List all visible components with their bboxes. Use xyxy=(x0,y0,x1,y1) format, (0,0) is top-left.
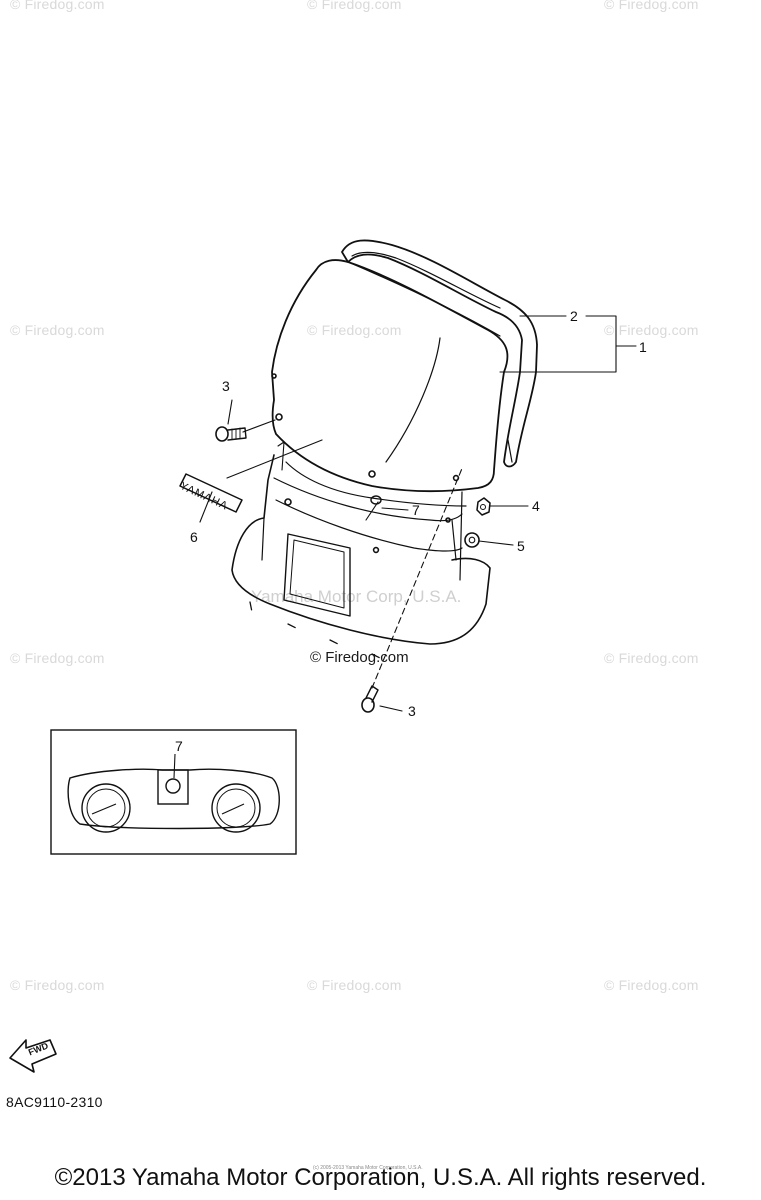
yamaha-emblem-part-6 xyxy=(179,473,243,513)
washer-part-5 xyxy=(464,532,480,548)
screw-part-3-top xyxy=(215,426,247,442)
copyright-footer: ©2013 Yamaha Motor Corporation, U.S.A. A… xyxy=(54,1164,707,1191)
front-cowl xyxy=(231,441,491,645)
watermark-center-dark: © Firedog.com xyxy=(310,649,409,666)
callout-1: 1 xyxy=(639,339,647,355)
callout-7-inset: 7 xyxy=(175,738,183,754)
watermark-row4-right: © Firedog.com xyxy=(604,977,699,993)
watermark-top-left: © Firedog.com xyxy=(10,0,105,12)
nut-part-4 xyxy=(476,497,491,516)
watermark-row2-left: © Firedog.com xyxy=(10,322,105,338)
watermark-row2-center: © Firedog.com xyxy=(307,322,402,338)
diagram-part-code: 8AC9110-2310 xyxy=(6,1094,103,1110)
inset-detail-box xyxy=(50,729,297,855)
windshield-screen-part xyxy=(271,259,509,493)
watermark-top-center: © Firedog.com xyxy=(307,0,402,12)
screw-part-3-bottom xyxy=(361,685,379,713)
watermark-top-right: © Firedog.com xyxy=(604,0,699,12)
watermark-yamaha-corp: Yamaha Motor Corp, U.S.A. xyxy=(251,587,462,606)
callout-5: 5 xyxy=(517,538,525,554)
watermark-row4-center: © Firedog.com xyxy=(307,977,402,993)
callout-6: 6 xyxy=(190,529,198,545)
tiny-copyright-note: (c) 2005-2013 Yamaha Motor Corporation, … xyxy=(313,1165,423,1171)
callout-2: 2 xyxy=(570,308,578,324)
callout-3-top: 3 xyxy=(222,378,230,394)
cowl-hidden-edge xyxy=(249,601,385,661)
watermark-row4-left: © Firedog.com xyxy=(10,977,105,993)
windshield-seal-part xyxy=(341,239,538,468)
leader-lines xyxy=(199,315,637,712)
grommet-part-7 xyxy=(370,495,382,505)
fwd-arrow-icon xyxy=(9,1039,57,1073)
callout-7-main: 7 xyxy=(412,502,420,518)
watermark-row3-right: © Firedog.com xyxy=(604,650,699,666)
callout-4: 4 xyxy=(532,498,540,514)
callout-3-bottom: 3 xyxy=(408,703,416,719)
watermark-row2-right: © Firedog.com xyxy=(604,322,699,338)
watermark-row3-left: © Firedog.com xyxy=(10,650,105,666)
